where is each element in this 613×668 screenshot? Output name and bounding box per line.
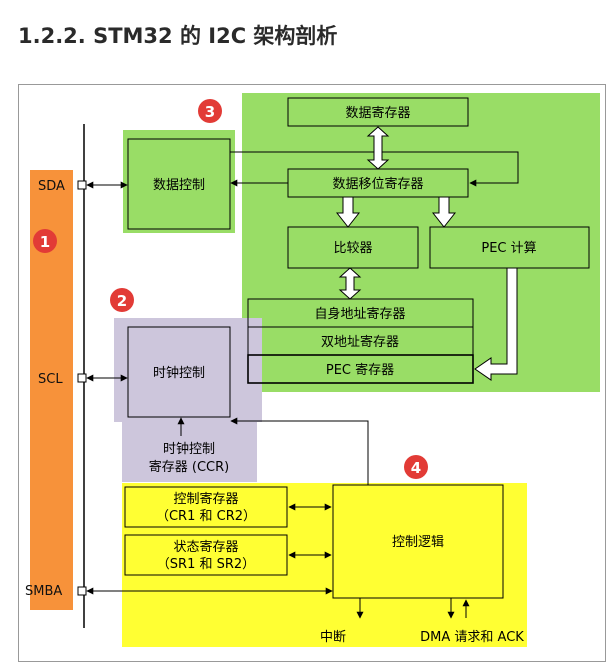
scl-pin-square: [77, 373, 87, 383]
control-register-box: [124, 486, 288, 528]
purple-clock-region: [114, 318, 262, 422]
badge-3-text: 3: [205, 103, 215, 121]
pec-calc-label: PEC 计算: [481, 241, 536, 256]
data-register-label: 数据寄存器: [345, 105, 410, 121]
interrupt-label: 中断: [320, 630, 346, 645]
status-register-label-line1: 状态寄存器: [173, 539, 238, 555]
clock-control-box: [127, 326, 231, 418]
control-logic-box: [332, 484, 504, 599]
ccr-label-line1: 时钟控制: [163, 441, 215, 457]
comparator-address-double-arrow: [338, 267, 362, 300]
comparator-label: 比较器: [333, 241, 372, 256]
badge-4-circle: [404, 455, 428, 479]
dma-ack-label: DMA 请求和 ACK: [420, 630, 524, 645]
green-data-region: [242, 93, 600, 392]
control-logic-label: 控制逻辑: [392, 535, 444, 550]
control-register-label-line1: 控制寄存器: [173, 491, 238, 507]
pec-calc-to-pec-register-hollow-arrow: [474, 267, 518, 381]
sda-label: SDA: [38, 179, 65, 194]
data-shift-register-label: 数据移位寄存器: [332, 176, 423, 192]
badge-2-text: 2: [117, 292, 127, 310]
shift-to-comparator-hollow-arrow: [335, 196, 361, 228]
status-register-box: [124, 534, 288, 576]
data-register-box: [287, 97, 469, 127]
badge-1-text: 1: [40, 233, 50, 251]
control-logic-to-clock-control-connector: [230, 417, 369, 485]
own-address-register-label: 自身地址寄存器: [314, 306, 405, 322]
control-register-label-line2: （CR1 和 CR2）: [156, 509, 256, 524]
pec-register-box: [247, 354, 474, 384]
dual-address-register-label: 双地址寄存器: [321, 334, 399, 350]
badge-4-text: 4: [411, 459, 421, 477]
status-register-label-line2: （SR1 和 SR2）: [157, 557, 255, 572]
purple-ccr-region: [122, 420, 257, 482]
smba-label: SMBA: [25, 584, 62, 599]
comparator-box: [287, 226, 419, 269]
badge-1-circle: [33, 229, 57, 253]
ccr-label-line2: 寄存器 (CCR): [149, 459, 229, 475]
data-control-label: 数据控制: [153, 178, 205, 193]
page-title: 1.2.2. STM32 的 I2C 架构剖析: [18, 24, 338, 48]
data-register-shift-double-arrow: [366, 126, 390, 170]
sda-pin-square: [77, 180, 87, 190]
green-data-control-region: [123, 130, 235, 233]
data-control-box: [127, 138, 231, 230]
clock-control-label: 时钟控制: [153, 365, 205, 381]
scl-label: SCL: [38, 372, 63, 387]
pec-register-label: PEC 寄存器: [326, 362, 394, 378]
badge-2-circle: [110, 288, 134, 312]
smba-pin-square: [77, 586, 87, 596]
shift-to-pec-calc-hollow-arrow: [431, 196, 457, 228]
badge-3-circle: [198, 99, 222, 123]
diagram-frame: [18, 84, 606, 662]
